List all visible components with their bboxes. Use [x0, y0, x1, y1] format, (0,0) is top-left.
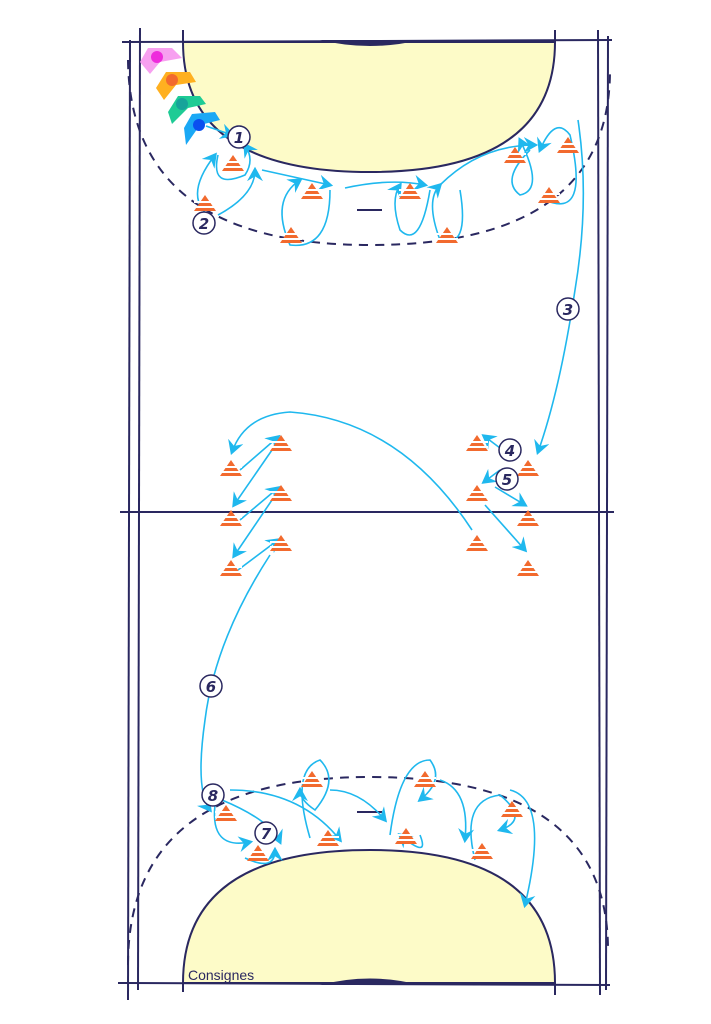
step-label-7: 7 [254, 821, 278, 845]
step-label-8: 8 [201, 783, 225, 807]
arrow [229, 789, 343, 843]
arrow [281, 178, 331, 247]
svg-text:8: 8 [208, 787, 218, 805]
arrow [215, 142, 258, 181]
movement-arrows [196, 119, 585, 909]
arrow [217, 166, 263, 216]
arrow [534, 119, 585, 456]
step-label-5: 5 [495, 467, 519, 491]
arrow [232, 499, 273, 559]
top-goal-area [181, 41, 557, 174]
svg-text:4: 4 [504, 442, 515, 460]
arrow [213, 804, 254, 853]
bottom-goal-area [181, 848, 557, 984]
arrow [292, 759, 330, 839]
arrow [196, 554, 271, 813]
arrow [389, 759, 437, 836]
arrow [481, 468, 501, 484]
arrow [509, 789, 536, 909]
player-blue-icon [184, 112, 220, 145]
players [140, 48, 220, 145]
step-label-6: 6 [199, 674, 223, 698]
consignes-label: Consignes [188, 967, 255, 983]
bottom-free-throw-line [127, 775, 609, 966]
arrow [329, 789, 388, 823]
arrow [344, 174, 429, 191]
step-label-2: 2 [192, 211, 216, 235]
arrow [228, 411, 473, 531]
arrow [439, 779, 475, 844]
player-pink-icon [140, 48, 182, 74]
player-orange-icon [156, 72, 196, 100]
svg-text:3: 3 [563, 301, 573, 319]
arrow [205, 123, 236, 139]
player-green-icon [168, 96, 206, 124]
svg-text:6: 6 [206, 678, 216, 696]
arrow [481, 434, 501, 450]
arrow [261, 169, 334, 191]
arrow [232, 449, 273, 508]
svg-text:5: 5 [502, 471, 512, 489]
step-label-3: 3 [556, 297, 580, 321]
step-label-4: 4 [498, 438, 522, 462]
arrow [387, 182, 431, 236]
svg-text:2: 2 [199, 215, 209, 233]
arrow [494, 486, 528, 507]
top-free-throw-line [127, 59, 611, 247]
arrow [484, 504, 528, 553]
arrow [239, 485, 281, 521]
svg-text:7: 7 [261, 825, 272, 843]
step-label-1: 1 [227, 125, 251, 149]
arrow [511, 137, 534, 196]
arrow [470, 794, 516, 861]
arrow [237, 538, 281, 571]
svg-text:1: 1 [234, 129, 244, 147]
court-lines [117, 27, 614, 1001]
arrow [221, 799, 283, 845]
cones [194, 137, 579, 861]
